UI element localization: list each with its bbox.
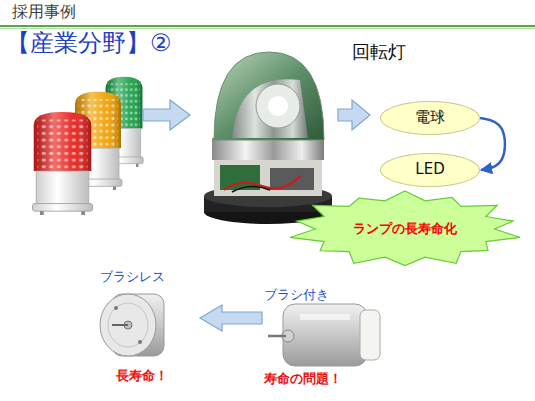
node-text: ランプの長寿命化 [353, 222, 457, 237]
brushless-motor [100, 294, 156, 356]
heading-rule [0, 25, 535, 29]
brushed-motor [268, 335, 286, 338]
brushed-motor [300, 314, 350, 320]
rotating-lamp-photo [270, 168, 314, 190]
block-arrow [200, 305, 262, 331]
block-arrow [338, 100, 370, 130]
rotating-lamp-photo [212, 138, 324, 160]
rotating-lamp-photo [214, 52, 324, 140]
motor-label: ブラシレス [100, 270, 165, 285]
node-text: LED [415, 161, 444, 178]
brushless-motor [114, 306, 118, 310]
section-heading: 【産業分野】② [6, 30, 172, 58]
starburst-shape [290, 191, 520, 265]
node-text: 電球 [415, 109, 445, 126]
remark-label: 長寿命！ [116, 369, 168, 384]
block-arrow [143, 100, 190, 130]
lamp-type-oval: LED [380, 153, 480, 187]
motor-label: ブラシ付き [264, 288, 329, 303]
heading-rule [0, 28, 535, 29]
brushless-motor [100, 294, 164, 356]
rotating-lamp-photo [214, 158, 322, 196]
brushless-motor [108, 303, 148, 347]
rotating-lamp-photo [204, 52, 332, 224]
lamp-type-oval: 電球 [380, 101, 480, 135]
brushed-motor [283, 304, 367, 366]
starburst-callout: ランプの長寿命化 [287, 191, 523, 267]
remark-label: 寿命の問題！ [264, 372, 342, 387]
curved-arrow [480, 118, 505, 170]
brushless-motor [112, 324, 128, 326]
brushed-motor [268, 304, 380, 366]
brushed-motor [360, 310, 380, 360]
heading-rule [0, 25, 535, 27]
rotating-lamp-photo [232, 186, 270, 192]
subject-label: 回転灯 [352, 42, 406, 63]
brushless-motor [138, 340, 142, 344]
rotating-lamp-photo [232, 79, 308, 138]
signal-lamps [33, 112, 93, 215]
signal-lamps [33, 77, 144, 215]
rotating-lamp-photo [268, 96, 288, 116]
slide-title: 採用事例 [12, 3, 76, 21]
rotating-lamp-photo [256, 84, 300, 128]
